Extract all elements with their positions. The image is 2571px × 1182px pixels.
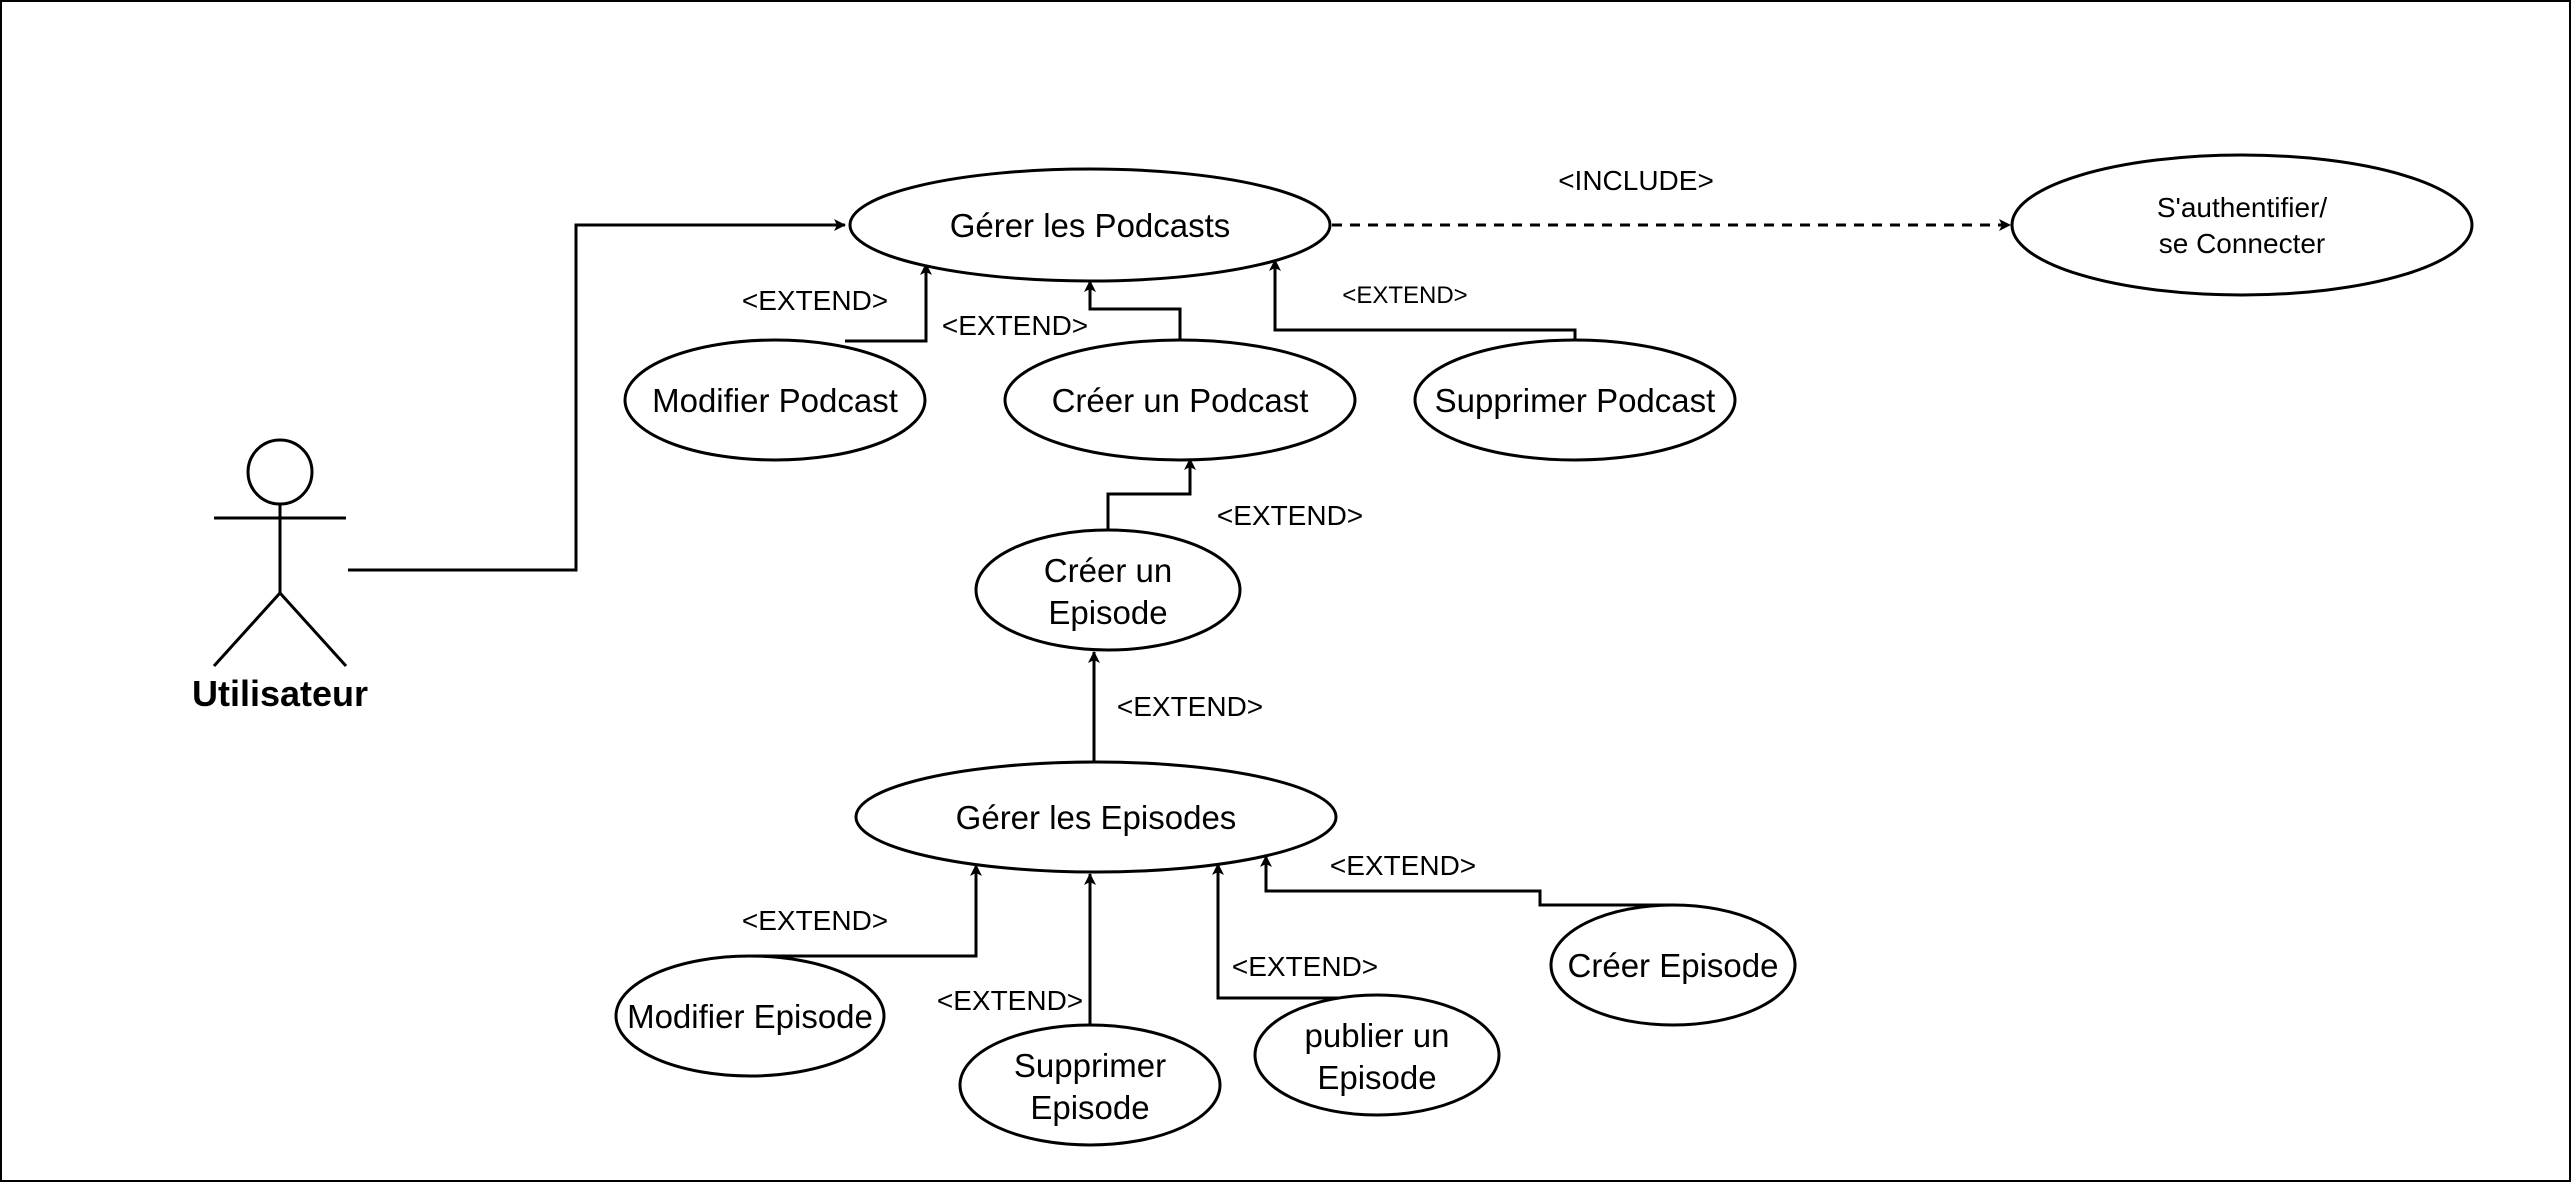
use-case-label: Modifier Podcast <box>652 382 898 419</box>
extend-label-modifier-episode: <EXTEND> <box>742 905 888 936</box>
use-case-label: Episode <box>1048 594 1167 631</box>
use-case-modifier-episode[interactable]: Modifier Episode <box>614 954 886 1078</box>
use-case-label: Gérer les Episodes <box>956 799 1237 836</box>
use-case-gerer-episodes[interactable]: Gérer les Episodes <box>854 760 1338 874</box>
actor-left-leg <box>212 591 282 668</box>
extend-label-creer-un-episode: <EXTEND> <box>1217 500 1363 531</box>
extend-line-publier-episode <box>1212 863 1354 1000</box>
extend-line-creer-un-episode <box>1106 458 1196 530</box>
actor-head <box>246 438 314 506</box>
extend-label-supprimer-podcast: <EXTEND> <box>1342 282 1467 309</box>
extend-label-gerer-episodes: <EXTEND> <box>1117 691 1263 722</box>
actor-right-leg <box>278 591 348 668</box>
use-case-label: Episode <box>1317 1059 1436 1096</box>
use-case-label: Créer un <box>1044 552 1172 589</box>
use-case-publier-episode[interactable]: publier un Episode <box>1253 993 1501 1117</box>
include-label: <INCLUDE> <box>1558 165 1714 196</box>
use-case-creer-un-episode[interactable]: Créer un Episode <box>974 528 1242 652</box>
extend-label-creer-podcast: <EXTEND> <box>942 310 1088 341</box>
use-case-gerer-podcasts[interactable]: Gérer les Podcasts <box>848 167 1332 283</box>
actor-utilisateur[interactable]: Utilisateur <box>192 438 368 714</box>
extend-label-creer-episode: <EXTEND> <box>1330 850 1476 881</box>
use-case-label: se Connecter <box>2159 228 2326 259</box>
extend-line-modifier-episode <box>752 864 982 958</box>
use-case-label: Créer un Podcast <box>1052 382 1309 419</box>
extend-label-publier-episode: <EXTEND> <box>1232 951 1378 982</box>
use-case-label: Supprimer <box>1014 1047 1166 1084</box>
extend-label-supprimer-episode: <EXTEND> <box>937 985 1083 1016</box>
use-case-authentifier[interactable]: S'authentifier/ se Connecter <box>2010 153 2474 297</box>
association-line <box>348 219 846 572</box>
use-case-label: Episode <box>1030 1089 1149 1126</box>
use-case-label: S'authentifier/ <box>2157 192 2328 223</box>
use-case-supprimer-podcast[interactable]: Supprimer Podcast <box>1413 338 1737 462</box>
use-case-modifier-podcast[interactable]: Modifier Podcast <box>623 338 927 462</box>
use-case-label: publier un <box>1305 1017 1450 1054</box>
use-case-label: Modifier Episode <box>627 998 873 1035</box>
use-case-creer-podcast[interactable]: Créer un Podcast <box>1003 338 1357 462</box>
extend-line-creer-podcast <box>1084 280 1182 341</box>
extend-label-modifier-podcast: <EXTEND> <box>742 285 888 316</box>
extend-line-modifier-podcast <box>845 263 932 343</box>
extend-line-creer-episode <box>1260 855 1675 907</box>
use-case-supprimer-episode[interactable]: Supprimer Episode <box>958 1023 1222 1147</box>
use-case-label: Créer Episode <box>1568 947 1779 984</box>
use-case-creer-episode[interactable]: Créer Episode <box>1549 903 1797 1027</box>
use-case-label: Supprimer Podcast <box>1435 382 1716 419</box>
actor-name: Utilisateur <box>192 673 368 714</box>
use-case-label: Gérer les Podcasts <box>950 207 1231 244</box>
extend-line-supprimer-podcast <box>1269 259 1577 341</box>
